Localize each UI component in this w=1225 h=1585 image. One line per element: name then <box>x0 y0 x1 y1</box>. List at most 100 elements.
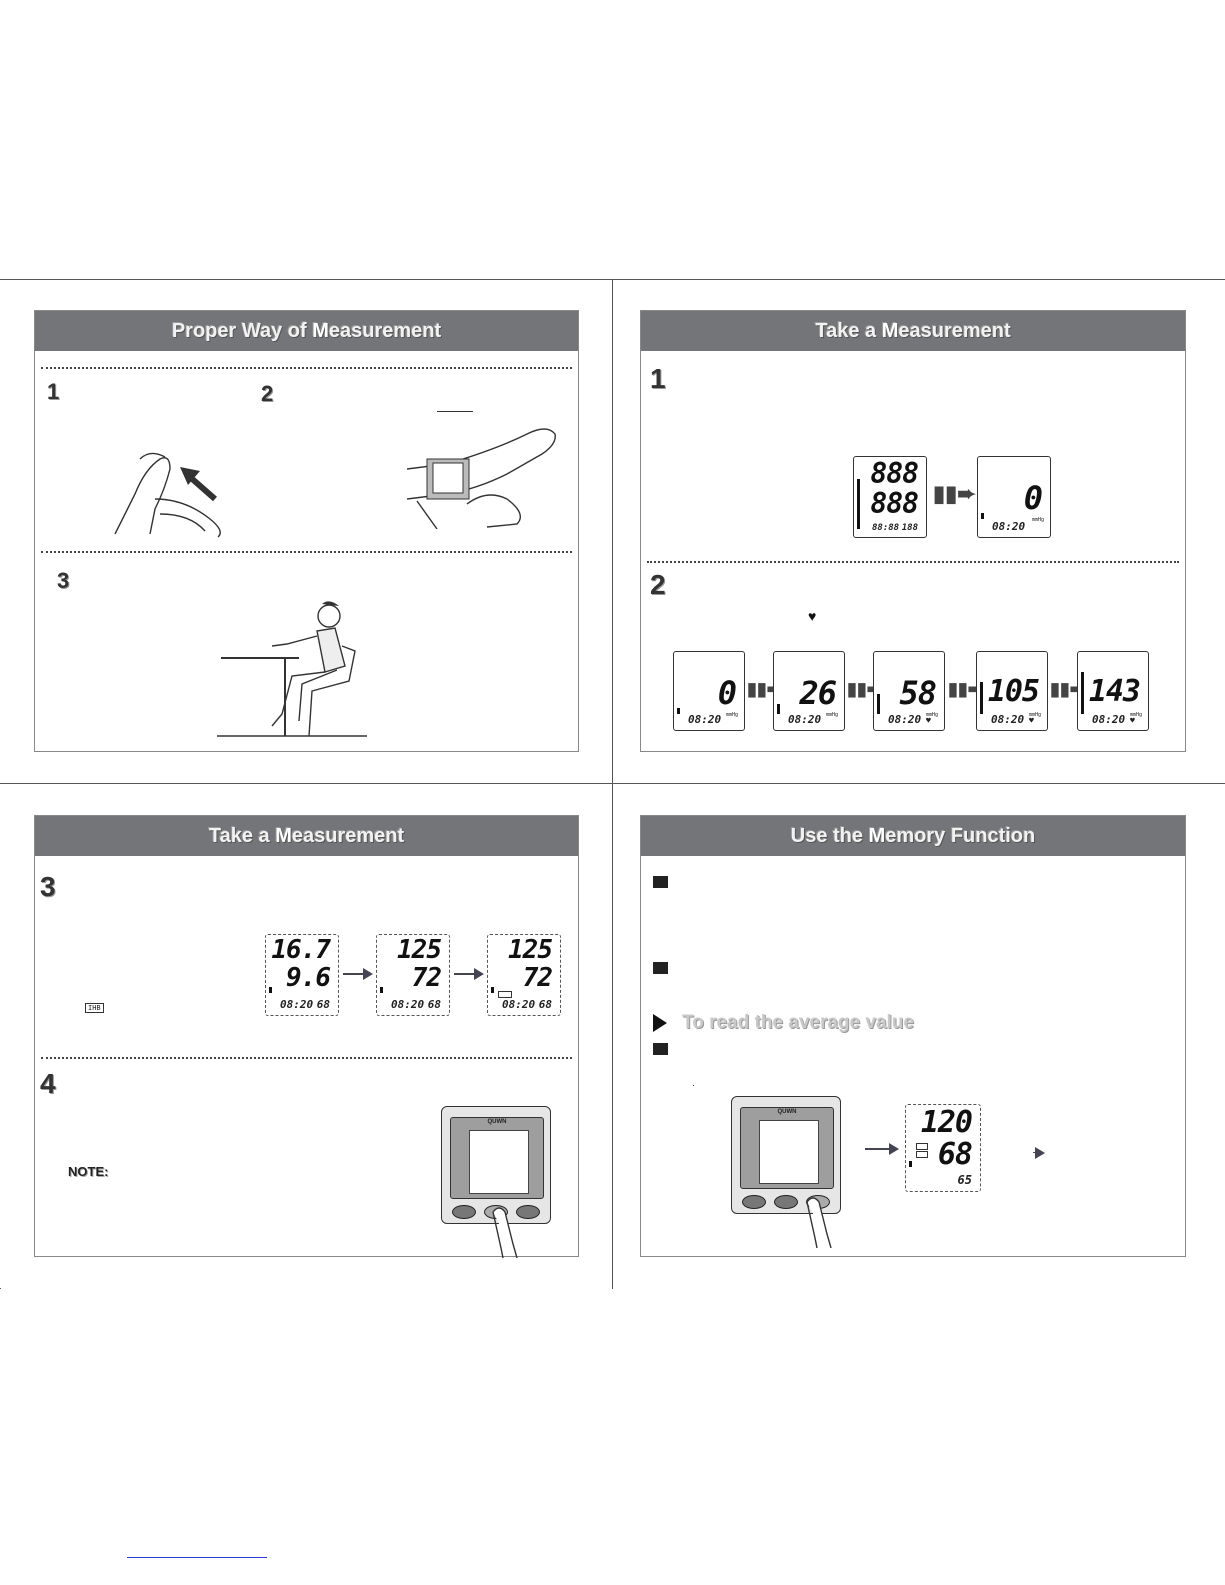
average-value-heading: To read the average value <box>682 1012 914 1033</box>
panel-take-measurement-1: Take a Measurement 1 888 888 88:88 188 ▮… <box>640 310 1186 752</box>
lcd-time: 08:20 <box>991 713 1025 726</box>
pressure-bar <box>269 987 272 993</box>
step-number: 4 <box>40 1068 56 1099</box>
title-text-rest: easurement <box>291 825 405 847</box>
device-face: QUWN <box>450 1117 544 1199</box>
title-text: Use the <box>790 825 869 847</box>
device-screen <box>759 1120 819 1184</box>
lcd-time: 08:20 <box>391 998 425 1011</box>
heart-icon: ♥ <box>1130 716 1135 725</box>
lcd-pulse: 68 <box>427 998 441 1011</box>
step-number: 1 <box>650 363 666 394</box>
lcd-time: 08:20 <box>688 713 722 726</box>
device-screen <box>469 1130 529 1194</box>
title-cap: M <box>312 320 329 342</box>
pressure-bar <box>857 479 860 529</box>
lcd-time: 08:20 <box>502 998 536 1011</box>
lcd-diastolic: 68 <box>937 1137 973 1172</box>
lcd-time: 08:20 <box>888 713 922 726</box>
period-mark: . <box>692 1078 695 1089</box>
divider <box>41 551 572 553</box>
divider <box>41 1057 572 1059</box>
frame-center-line <box>612 279 613 1289</box>
device-brand: QUWN <box>777 1109 797 1115</box>
lcd-unit: mmHg <box>1129 712 1142 718</box>
lcd-inflation-display: 143 mmHg 08:20 ♥ <box>1077 651 1149 731</box>
pressure-bar <box>491 987 494 993</box>
lcd-unit: mmHg <box>925 712 938 718</box>
lcd-unit: mmHg <box>825 712 838 718</box>
pressing-finger-illustration <box>806 1197 832 1248</box>
title-text: Proper Way of <box>171 320 313 342</box>
device-button-left[interactable] <box>452 1205 476 1219</box>
divider <box>41 367 572 369</box>
pressure-bar <box>980 682 983 714</box>
title-cap: M <box>881 320 899 342</box>
device-button-middle[interactable] <box>774 1195 798 1209</box>
lcd-systolic: 125 <box>397 935 442 965</box>
lcd-inflation-display: 26 mmHg 08:20 <box>773 651 845 731</box>
ihb-icon: IHB <box>85 1003 104 1013</box>
panel-title: Take a Measurement <box>35 816 578 856</box>
right-arrow-icon: ▮▮➨ <box>948 679 983 699</box>
divider <box>647 561 1179 563</box>
lcd-value: 58 <box>899 674 937 712</box>
step-number: 3 <box>40 871 56 902</box>
panel-memory-function: Use the Memory Function To read the aver… <box>640 815 1186 1257</box>
step-number: 2 <box>650 569 666 600</box>
right-arrow-icon <box>343 968 373 980</box>
lcd-pulse: 68 <box>538 998 552 1011</box>
lcd-systolic: 125 <box>508 935 553 965</box>
lcd-diastolic: 9.6 <box>286 963 331 993</box>
pressure-bar <box>909 1161 912 1167</box>
label-underline <box>437 411 473 412</box>
ihb-indicator-icon <box>498 991 512 998</box>
title-text-rest: easurement <box>328 320 442 342</box>
lcd-time: 08:20 <box>280 998 314 1011</box>
panel-title: Proper Way of Measurement <box>35 311 578 351</box>
pressure-bar <box>677 708 680 714</box>
lcd-time: 08:20 <box>788 713 822 726</box>
heart-icon: ♥ <box>926 716 931 725</box>
lcd-value: 105 <box>987 674 1040 709</box>
lcd-value: 143 <box>1088 674 1141 709</box>
right-arrow-icon <box>865 1143 899 1155</box>
lcd-result-display: 16.7 9.6 08:20 68 <box>265 934 339 1016</box>
device-face: QUWN <box>740 1107 834 1189</box>
lcd-systolic: 16.7 <box>271 935 331 965</box>
lcd-inflation-display: 105 mmHg 08:20 ♥ <box>976 651 1048 731</box>
pressure-bar <box>380 987 383 993</box>
heart-icon: ♥ <box>1029 716 1034 725</box>
lcd-pulse: 65 <box>957 1173 972 1187</box>
heart-icon: ♥ <box>808 608 817 624</box>
hyperlink-underline[interactable] <box>127 1557 267 1558</box>
panel-proper-way: Proper Way of Measurement 1 2 3 <box>34 310 579 752</box>
memory-icon <box>916 1143 928 1150</box>
blood-pressure-device: QUWN <box>441 1106 551 1224</box>
panel-take-measurement-2: Take a Measurement 3 IHB 16.7 9.6 08:20 … <box>34 815 579 1258</box>
step-number: 2 <box>261 381 274 406</box>
device-button-left[interactable] <box>742 1195 766 1209</box>
lcd-unit: mmHg <box>1028 712 1041 718</box>
lcd-value: 26 <box>799 674 837 712</box>
frame-bottom-left-line <box>0 1288 1 1289</box>
right-arrow-icon: ▮▮➨ <box>1050 679 1085 699</box>
lcd-time: 08:20 <box>1092 713 1126 726</box>
right-arrow-icon <box>1033 1147 1045 1159</box>
lcd-test-display: 888 888 88:88 188 <box>853 456 927 538</box>
device-button-right[interactable] <box>516 1205 540 1219</box>
note-label: NOTE: <box>68 1164 109 1179</box>
wrist-device-illustration <box>407 428 556 529</box>
lcd-diastolic: 72 <box>411 963 442 993</box>
title-cap: M <box>275 825 292 847</box>
memory-icon <box>916 1151 928 1158</box>
lcd-start-display: 0 mmHg 08:20 <box>977 456 1051 538</box>
title-text-rest: easurement <box>898 320 1011 342</box>
bullet-icon <box>653 962 668 974</box>
lcd-value: 0 <box>1023 479 1043 517</box>
lcd-memory-display: 120 68 65 <box>905 1104 981 1192</box>
lcd-inflation-display: 0 mmHg 08:20 <box>673 651 745 731</box>
arm-cuff-illustration <box>114 452 221 538</box>
title-text: Take a <box>815 320 882 342</box>
title-text-rest: emory Function <box>885 825 1036 847</box>
